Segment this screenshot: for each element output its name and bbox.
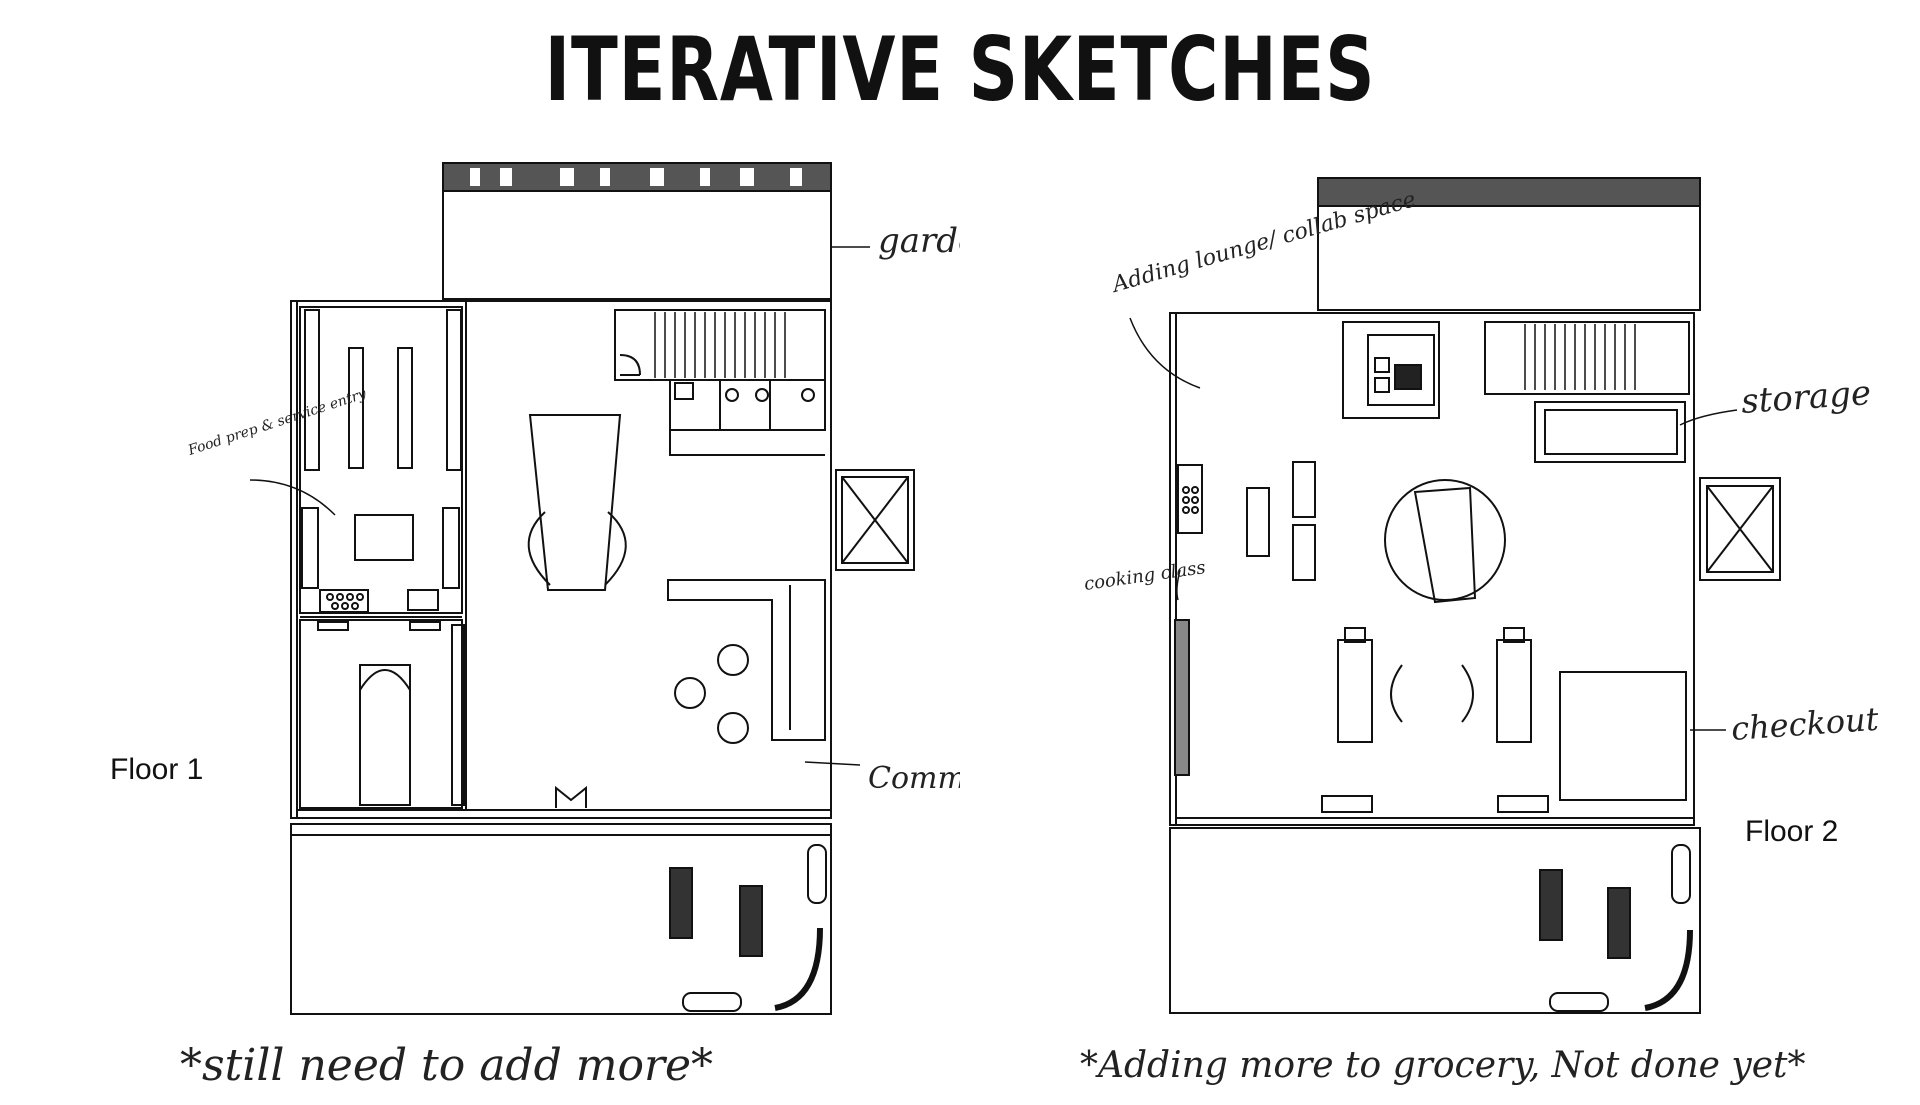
- loading-bay: [299, 619, 463, 809]
- floor-1-plan: garden Food prep & service entry Communi…: [185, 162, 960, 1015]
- cooking-counter: [1177, 464, 1203, 534]
- main-building-outline: [1169, 312, 1695, 826]
- lounge-booth: [1342, 321, 1440, 419]
- garden-annotation: garden: [878, 221, 960, 261]
- patio: [290, 823, 832, 1015]
- elevator: [1699, 477, 1781, 581]
- checkout-annotation: checkout: [1730, 700, 1880, 748]
- cooking-class-annotation: cooking class: [1083, 557, 1207, 595]
- patio: [1169, 827, 1701, 1014]
- bar-counter: [667, 579, 826, 741]
- grocery-shelf-left: [1337, 639, 1373, 743]
- grocery-shelf-right: [1496, 639, 1532, 743]
- floor-1-label: Floor 1: [110, 753, 204, 786]
- page-title: ITERATIVE SKETCHES: [544, 18, 1376, 121]
- vehicle: [359, 664, 411, 806]
- floor-1-footnote: *still need to add more*: [180, 1040, 714, 1091]
- elevator: [835, 469, 915, 571]
- main-building-outline: [290, 300, 832, 819]
- prep-table: [354, 514, 414, 561]
- community-long-table: [528, 414, 622, 591]
- lounge-annotation: Adding lounge/ collab space: [1108, 187, 1419, 298]
- stairs: [1484, 321, 1690, 395]
- floor-2-footnote: *Adding more to grocery, Not done yet*: [1080, 1045, 1806, 1086]
- restrooms: [669, 379, 826, 431]
- community-area-annotation: Communit Area: [868, 761, 960, 796]
- round-table: [1384, 479, 1506, 601]
- floor-2-label: Floor 2: [1745, 815, 1839, 848]
- storage-annotation: storage: [1740, 373, 1872, 422]
- stove: [319, 589, 369, 613]
- storage-unit: [1534, 401, 1686, 463]
- checkout-area: [1559, 671, 1687, 801]
